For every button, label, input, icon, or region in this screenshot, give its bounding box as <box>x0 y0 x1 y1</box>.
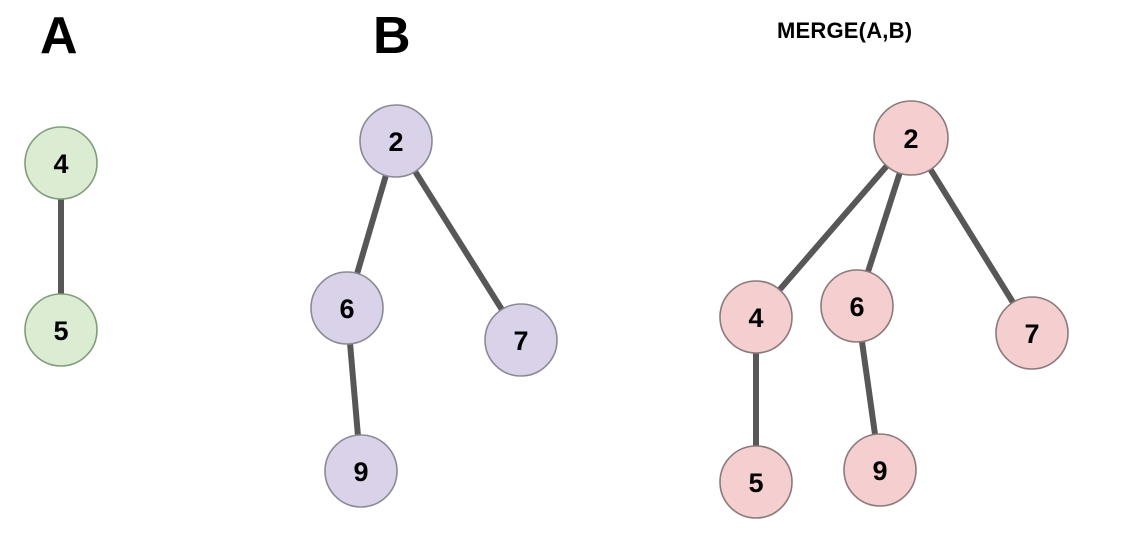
tree-node-a-4[interactable]: 4 <box>24 126 98 200</box>
node-label: 7 <box>1024 319 1039 349</box>
node-circle <box>843 433 917 507</box>
node-circle <box>24 126 98 200</box>
node-label: 4 <box>748 303 763 333</box>
tree-node-merge-6[interactable]: 6 <box>820 269 894 343</box>
edges-layer <box>58 161 1018 451</box>
tree-edge-merge-m6-m9 <box>858 336 879 440</box>
node-label: 6 <box>849 292 864 322</box>
tree-node-b-7[interactable]: 7 <box>484 303 558 377</box>
node-circle <box>359 104 433 178</box>
node-circle <box>995 296 1069 370</box>
tree-edge-merge-m2-m7 <box>926 164 1018 308</box>
node-label: 2 <box>388 127 403 157</box>
node-label: 2 <box>903 124 918 154</box>
tree-edge-b-b2-b7 <box>411 166 506 315</box>
tree-node-b-9[interactable]: 9 <box>324 434 398 508</box>
tree-node-merge-9[interactable]: 9 <box>843 433 917 507</box>
node-label: 4 <box>53 149 68 179</box>
node-circle <box>310 271 384 345</box>
panel-title-a: A <box>40 7 78 65</box>
node-circle <box>873 100 949 176</box>
node-circle <box>719 280 793 354</box>
node-label: 6 <box>339 294 354 324</box>
nodes-layer: 4 5 2 6 7 9 2 4 6 7 5 9 <box>24 100 1069 519</box>
panel-title-b: B <box>373 7 411 65</box>
node-circle <box>484 303 558 377</box>
node-label: 9 <box>872 456 887 486</box>
node-circle <box>324 434 398 508</box>
tree-node-a-5[interactable]: 5 <box>24 293 98 367</box>
tree-node-merge-2[interactable]: 2 <box>873 100 949 176</box>
tree-node-b-2[interactable]: 2 <box>359 104 433 178</box>
tree-node-merge-7[interactable]: 7 <box>995 296 1069 370</box>
panel-title-merge: MERGE(A,B) <box>777 18 913 43</box>
node-circle <box>719 445 793 519</box>
tree-node-b-6[interactable]: 6 <box>310 271 384 345</box>
node-circle <box>24 293 98 367</box>
node-label: 5 <box>53 316 68 346</box>
node-label: 9 <box>353 457 368 487</box>
node-label: 5 <box>748 468 763 498</box>
node-circle <box>820 269 894 343</box>
tree-edge-b-b2-b6 <box>353 170 390 279</box>
tree-edge-b-b6-b9 <box>346 338 362 441</box>
node-label: 7 <box>513 326 528 356</box>
tree-edge-merge-m2-m6 <box>864 168 904 277</box>
tree-node-merge-4[interactable]: 4 <box>719 280 793 354</box>
tree-edge-merge-m2-m4 <box>775 161 892 295</box>
tree-node-merge-5[interactable]: 5 <box>719 445 793 519</box>
